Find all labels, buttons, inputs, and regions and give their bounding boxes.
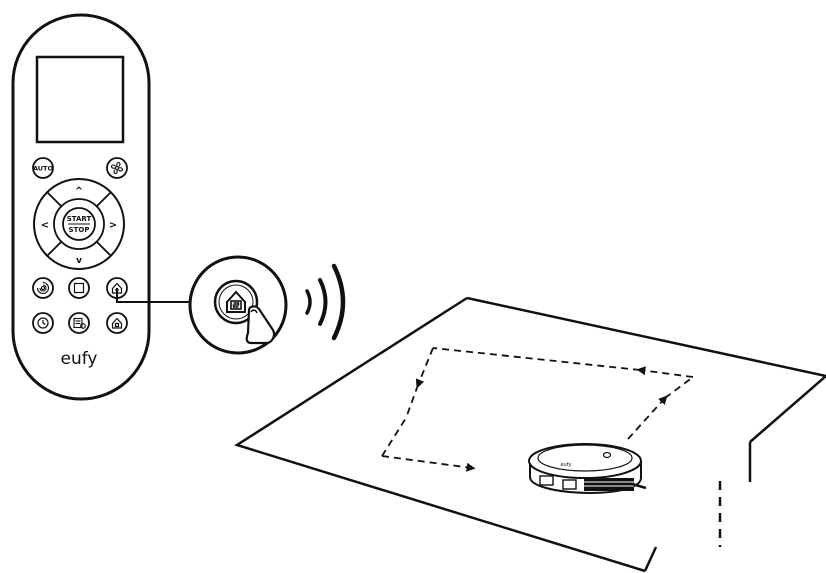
spot-clean-icon	[36, 281, 50, 295]
brand-logo: eufy	[61, 349, 98, 369]
recharge-button[interactable]	[106, 312, 128, 334]
wireless-signal-icon	[305, 263, 346, 341]
cleaning-path-arrows	[381, 347, 694, 472]
floor-front-edges	[234, 296, 646, 573]
robot-vents	[539, 475, 634, 491]
remote-screen	[35, 55, 125, 144]
finger-icon	[245, 305, 276, 345]
edge-clean-icon	[73, 282, 85, 294]
callout-leader-line	[116, 288, 190, 303]
suction-button[interactable]	[106, 157, 128, 179]
stop-label: STOP	[69, 226, 90, 234]
fan-icon	[110, 161, 124, 175]
plan-button[interactable]	[68, 312, 90, 334]
plan-icon	[73, 317, 86, 329]
right-button[interactable]: >	[109, 220, 117, 231]
edge-clean-button[interactable]	[68, 277, 90, 299]
spot-clean-button[interactable]	[32, 277, 54, 299]
down-button[interactable]: v	[76, 256, 82, 266]
clock-icon	[37, 317, 49, 329]
floor-back-edges	[466, 296, 826, 443]
start-stop-button[interactable]: START STOP	[62, 207, 96, 241]
recharge-icon	[111, 317, 123, 329]
robot-logo: eufy	[561, 462, 572, 468]
auto-button[interactable]: AUTO	[32, 157, 54, 179]
floor-area	[234, 296, 826, 573]
home-icon	[226, 290, 246, 313]
up-button[interactable]: ^	[75, 186, 83, 197]
robot-button	[602, 451, 612, 459]
left-button[interactable]: <	[41, 220, 49, 231]
robot-side-brush	[631, 482, 647, 490]
start-label: START	[67, 215, 92, 223]
callout	[116, 255, 288, 355]
robot-vacuum: eufy	[528, 443, 647, 494]
remote-control: AUTO ^ v < >	[11, 13, 151, 401]
home-button-zoomed	[213, 279, 259, 325]
auto-label: AUTO	[33, 165, 54, 173]
schedule-button[interactable]	[32, 312, 54, 334]
